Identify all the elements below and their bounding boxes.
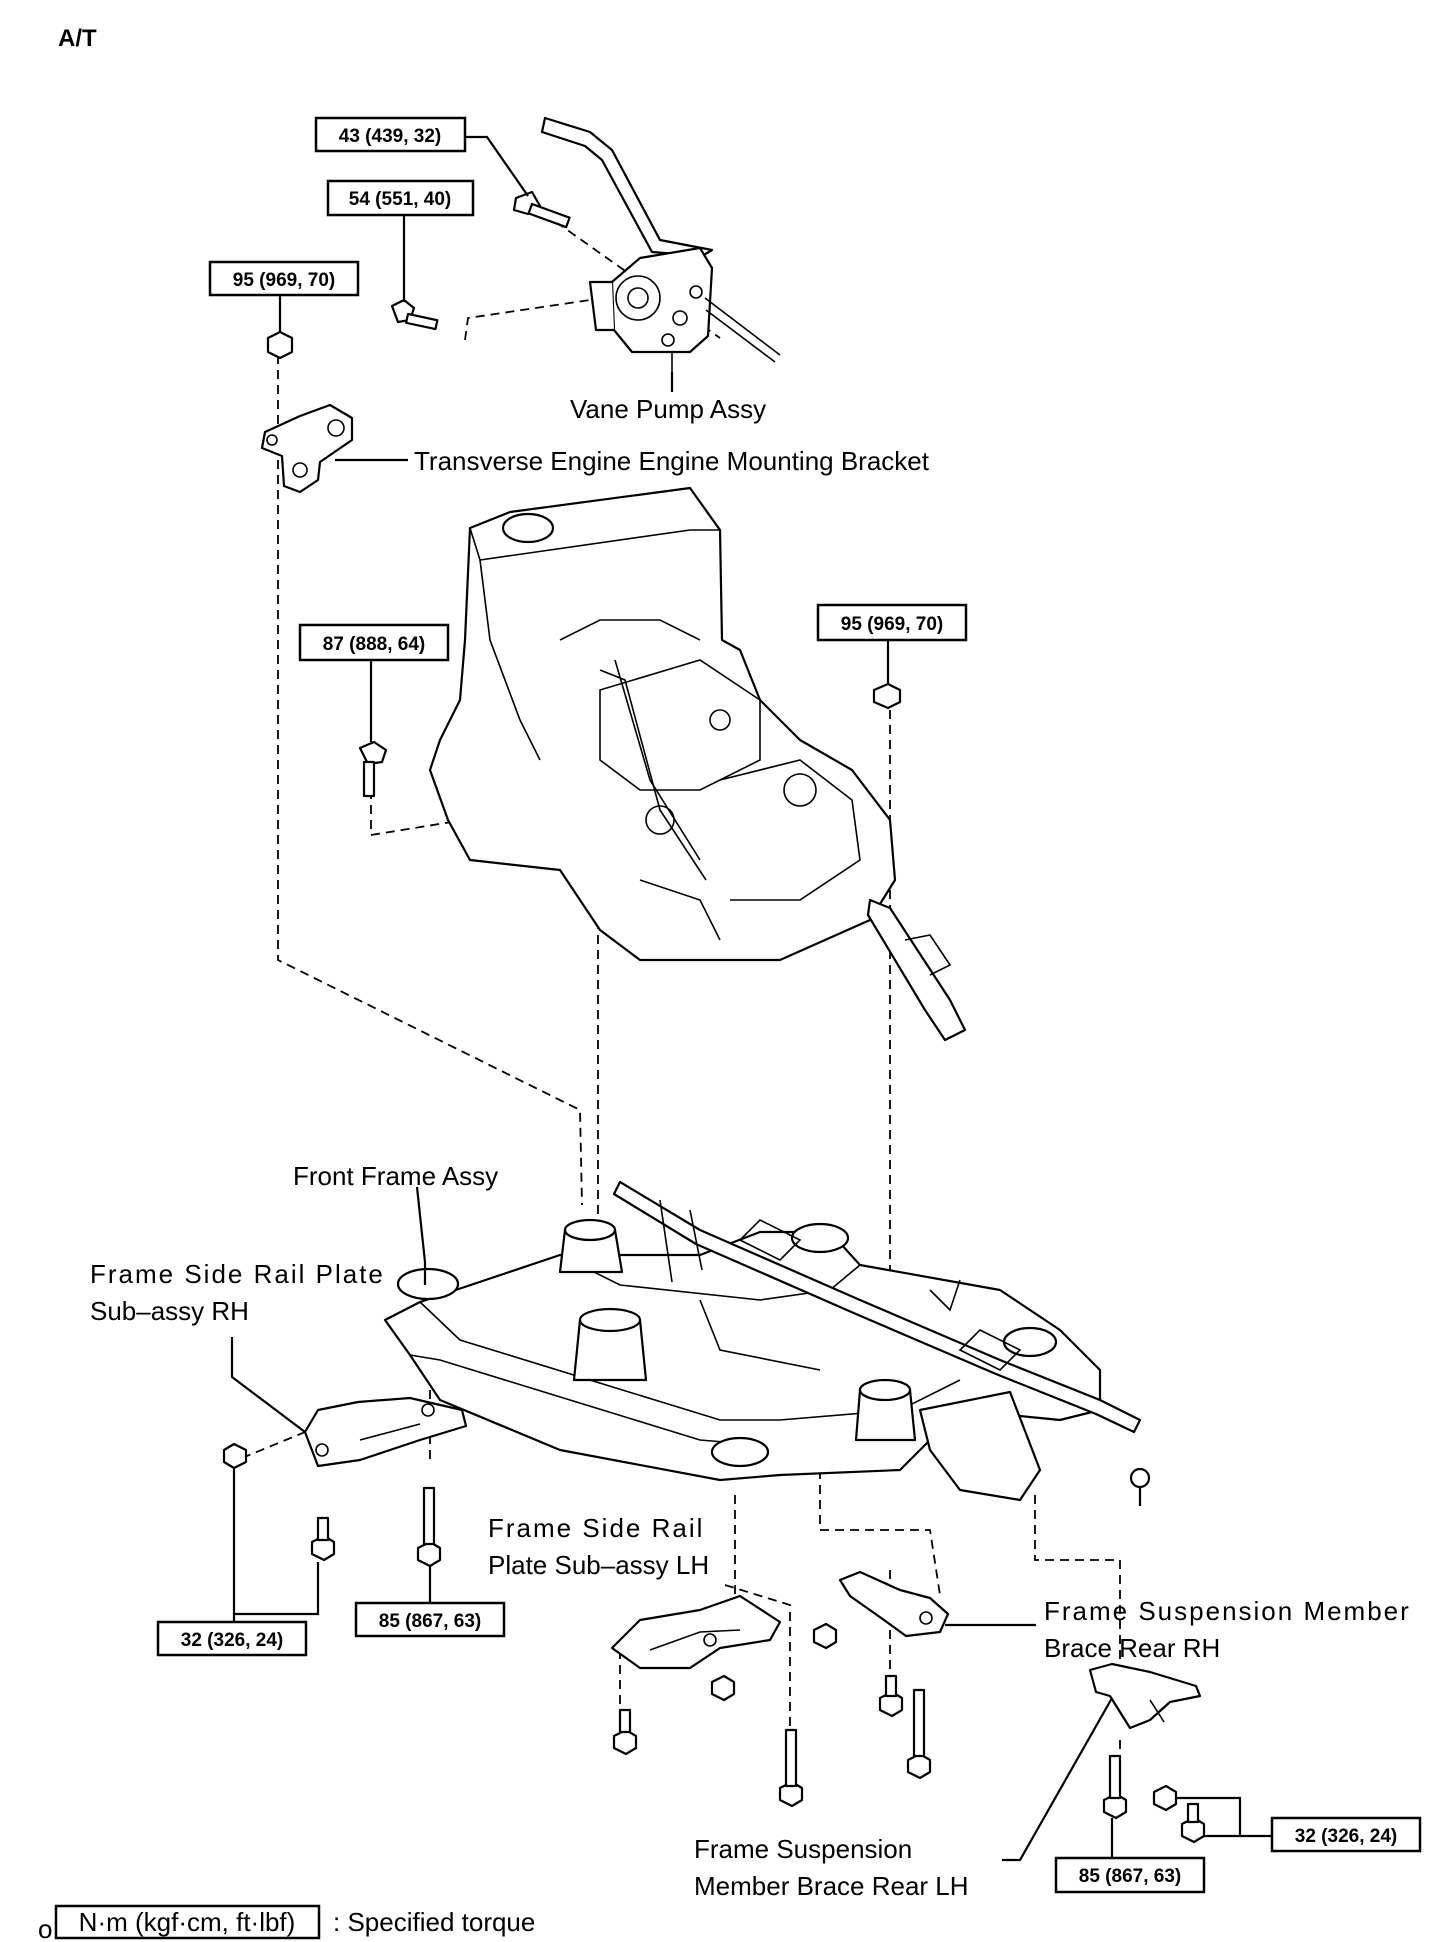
label-front-frame: Front Frame Assy [293, 1161, 498, 1191]
svg-text:54 (551, 40): 54 (551, 40) [349, 189, 451, 210]
svg-text:32 (326, 24): 32 (326, 24) [1295, 1826, 1397, 1847]
svg-text:95 (969, 70): 95 (969, 70) [233, 270, 335, 291]
svg-text:87 (888, 64): 87 (888, 64) [323, 634, 425, 655]
torque-box-t5: 95 (969, 70) [816, 603, 968, 642]
svg-text:95 (969, 70): 95 (969, 70) [841, 614, 943, 635]
torque-box-t2: 54 (551, 40) [326, 179, 475, 217]
torque-box-t3: 95 (969, 70) [208, 260, 360, 297]
svg-text:43 (439, 32): 43 (439, 32) [339, 126, 441, 147]
engine-transaxle [358, 486, 967, 1042]
engine-mounting-bracket [260, 298, 439, 494]
torque-box-t8: 32 (326, 24) [1270, 1816, 1422, 1853]
frame-suspension-member-brace-rear-rh [812, 1570, 950, 1780]
torque-box-t9: 85 (867, 63) [1054, 1856, 1206, 1894]
front-frame-assy [383, 1180, 1151, 1506]
vane-pump-assy [512, 116, 781, 372]
label-rail-plate-rh-line2: Sub–assy RH [90, 1296, 249, 1326]
label-rail-plate-rh-line1: Frame Side Rail Plate [90, 1259, 385, 1289]
torque-box-t4: 87 (888, 64) [298, 623, 450, 662]
leader-lines [230, 135, 1272, 1862]
label-mounting-bracket: Transverse Engine Engine Mounting Bracke… [414, 446, 930, 476]
svg-text:85 (867, 63): 85 (867, 63) [1079, 1866, 1181, 1887]
torque-box-t6: 32 (326, 24) [156, 1620, 308, 1657]
torque-legend: o N·m (kgf·cm, ft·lbf) : Specified torqu… [38, 1904, 535, 1942]
label-brace-rh-line2: Brace Rear RH [1044, 1633, 1220, 1663]
label-rail-plate-lh-line2: Plate Sub–assy LH [488, 1550, 709, 1580]
label-vane-pump: Vane Pump Assy [570, 394, 766, 424]
torque-box-t1: 43 (439, 32) [314, 116, 467, 153]
label-brace-rh-line1: Frame Suspension Member [1044, 1596, 1411, 1626]
frame-side-rail-plate-rh [222, 1396, 468, 1568]
label-brace-lh-line1: Frame Suspension [694, 1834, 912, 1864]
svg-text:85 (867, 63): 85 (867, 63) [379, 1611, 481, 1632]
label-brace-lh-line2: Member Brace Rear LH [694, 1871, 969, 1901]
frame-suspension-member-brace-rear-lh [1088, 1662, 1206, 1844]
legend-marker: o [38, 1914, 52, 1942]
frame-side-rail-plate-lh [610, 1594, 804, 1808]
svg-text:32 (326, 24): 32 (326, 24) [181, 1630, 283, 1651]
label-rail-plate-lh-line1: Frame Side Rail [488, 1513, 704, 1543]
section-title: A/T [58, 25, 97, 52]
legend-description: : Specified torque [333, 1907, 535, 1937]
legend-box-text: N·m (kgf·cm, ft·lbf) [79, 1907, 296, 1937]
torque-box-t7: 85 (867, 63) [354, 1601, 506, 1638]
